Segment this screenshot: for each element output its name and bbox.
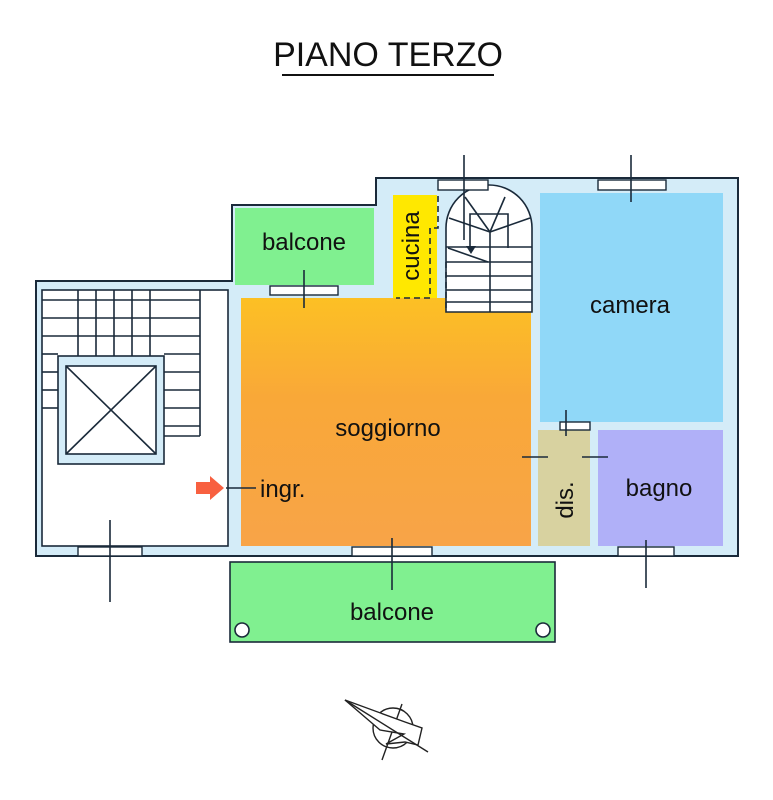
entry-arrow-icon [196, 476, 224, 500]
room-soggiorno [241, 298, 531, 546]
internal-spiral-stair [396, 184, 533, 313]
label-ingresso: ingr. [260, 476, 305, 503]
room-camera [540, 193, 723, 422]
common-stairwell [41, 289, 229, 547]
label-balcone-bottom: balcone [350, 599, 434, 626]
north-compass-icon [344, 699, 429, 761]
label-balcone-top: balcone [262, 229, 346, 256]
room-bagno [598, 430, 723, 546]
label-camera: camera [590, 292, 671, 319]
label-bagno: bagno [626, 475, 693, 502]
windows [77, 155, 675, 602]
plan-title: PIANO TERZO [273, 36, 503, 74]
room-disimpegno [538, 430, 590, 546]
label-cucina: cucina [398, 211, 425, 281]
elevator [57, 355, 165, 465]
label-disimpegno: dis. [552, 481, 579, 518]
label-soggiorno: soggiorno [335, 415, 440, 442]
